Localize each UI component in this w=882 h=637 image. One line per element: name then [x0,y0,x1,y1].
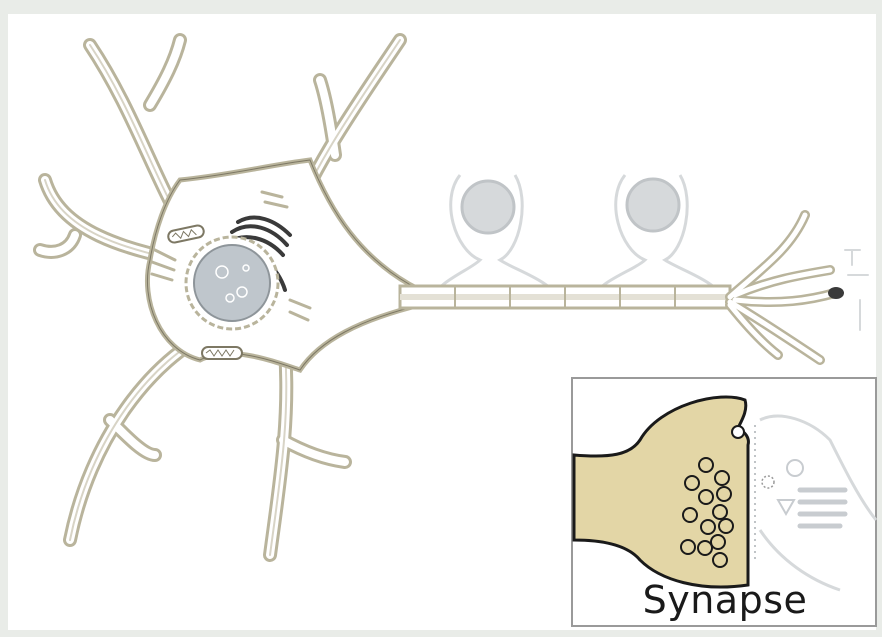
axon-terminals [730,215,868,360]
nucleus [186,237,278,329]
synapse-label: Synapse [575,578,875,622]
axon [400,286,730,308]
schwann-cells [430,175,725,300]
